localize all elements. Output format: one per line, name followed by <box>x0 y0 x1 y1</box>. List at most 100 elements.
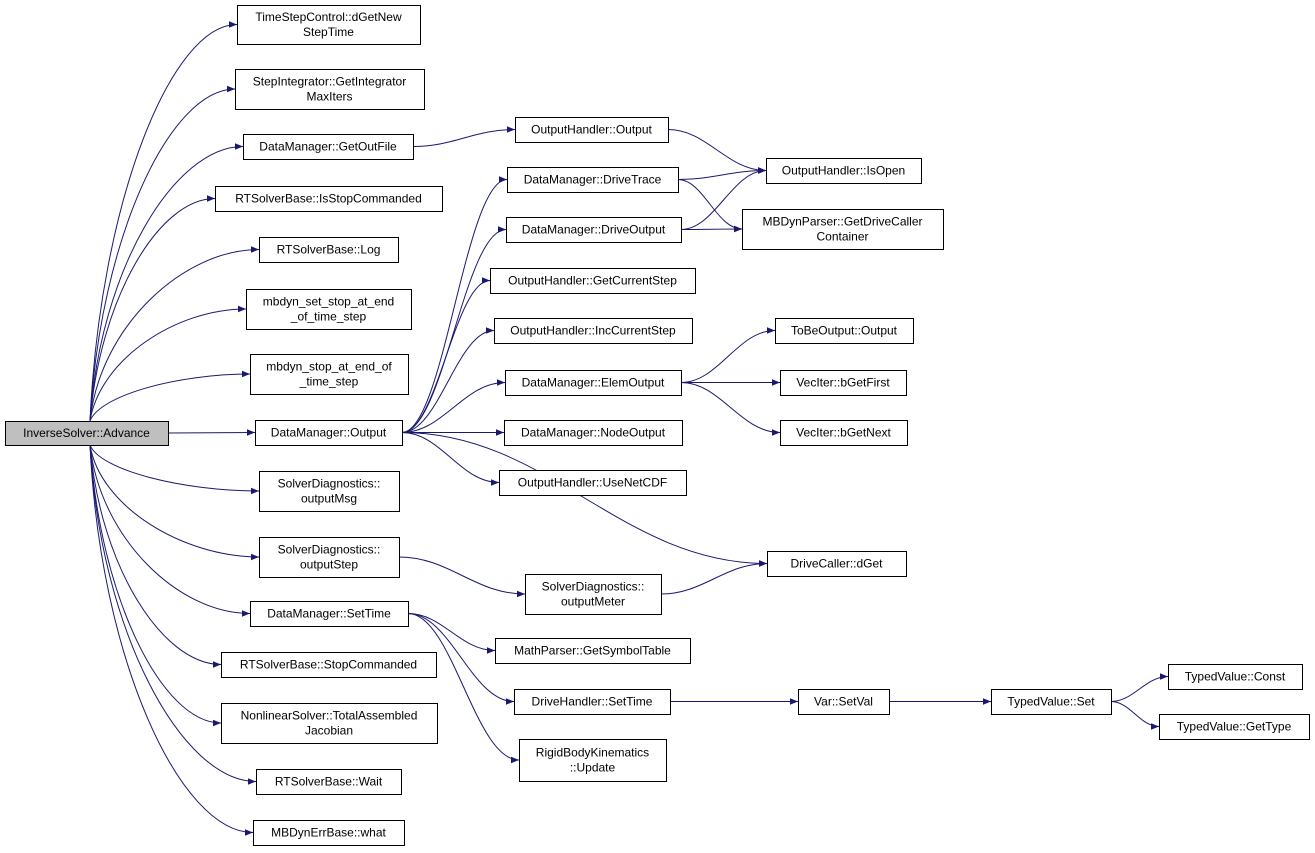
edge-path <box>89 444 222 668</box>
node-box <box>221 652 437 678</box>
node-oh-inccurrentstep[interactable]: OutputHandler::IncCurrentStep <box>494 318 693 344</box>
edge-dm_elemoutput-to-vi_bgetnext <box>680 382 781 436</box>
node-n3[interactable]: DataManager::GetOutFile <box>243 134 414 160</box>
edge-n3-to-oh_output <box>412 126 516 147</box>
node-root[interactable]: InverseSolver::Advance <box>5 421 169 446</box>
node-n15[interactable]: MBDynErrBase::what <box>253 820 405 846</box>
node-label: TimeStepControl::dGetNew <box>255 10 402 24</box>
node-n4[interactable]: RTSolverBase::IsStopCommanded <box>215 186 443 212</box>
node-label: mbdyn_stop_at_end_of <box>266 360 392 374</box>
node-box <box>507 167 679 193</box>
node-dc-dget[interactable]: DriveCaller::dGet <box>767 551 907 577</box>
edge-root-to-n3 <box>89 143 244 422</box>
node-var-setval[interactable]: Var::SetVal <box>798 689 890 715</box>
node-label: TypedValue::GetType <box>1177 720 1292 734</box>
node-oh-usenetcdf[interactable]: OutputHandler::UseNetCDF <box>499 470 687 496</box>
node-box <box>494 318 693 344</box>
node-box <box>490 268 696 294</box>
edge-path <box>89 444 222 727</box>
edge-path <box>401 432 768 567</box>
edges-layer <box>89 21 1169 836</box>
node-tbo-output[interactable]: ToBeOutput::Output <box>775 318 914 344</box>
node-label: RTSolverBase::Log <box>277 243 381 257</box>
edge-dm_elemoutput-to-tbo_output <box>680 327 776 383</box>
node-dm-nodeoutput[interactable]: DataManager::NodeOutput <box>504 420 683 446</box>
edge-root-to-n12 <box>89 444 222 668</box>
node-label: OutputHandler::UseNetCDF <box>518 476 667 490</box>
node-box <box>215 186 443 212</box>
node-label: outputMeter <box>561 595 625 609</box>
node-n11[interactable]: DataManager::SetTime <box>250 601 409 627</box>
node-box <box>499 470 687 496</box>
node-label: Container <box>816 230 868 244</box>
edge-path <box>680 382 781 436</box>
node-box <box>780 420 908 446</box>
edge-tv_set-to-tv_const <box>1110 673 1169 702</box>
edge-path <box>407 613 496 654</box>
node-box <box>514 689 671 715</box>
node-tv-gettype[interactable]: TypedValue::GetType <box>1159 714 1310 740</box>
edge-path <box>401 327 495 433</box>
node-label: MBDynParser::GetDriveCaller <box>762 215 922 229</box>
node-label: SolverDiagnostics:: <box>278 543 381 557</box>
edge-n11-to-mp_getsymboltable <box>407 613 496 654</box>
node-n9[interactable]: SolverDiagnostics::outputMsg <box>259 471 400 512</box>
node-dm-drivetrace[interactable]: DataManager::DriveTrace <box>507 167 679 193</box>
edge-path <box>89 444 254 836</box>
node-label: DataManager::ElemOutput <box>522 376 665 390</box>
node-label: SolverDiagnostics:: <box>278 477 381 491</box>
edge-path <box>401 176 508 433</box>
node-label: TypedValue::Const <box>1185 670 1286 684</box>
node-vi-bgetfirst[interactable]: VecIter::bGetFirst <box>780 370 907 396</box>
node-sd-outputmeter[interactable]: SolverDiagnostics::outputMeter <box>525 574 662 615</box>
node-mp-getsymboltable[interactable]: MathParser::GetSymbolTable <box>495 638 691 664</box>
edge-root-to-n14 <box>89 444 257 785</box>
edge-path <box>407 613 520 764</box>
node-tv-const[interactable]: TypedValue::Const <box>1168 664 1303 690</box>
node-box <box>742 209 944 250</box>
node-n10[interactable]: SolverDiagnostics::outputStep <box>259 537 400 578</box>
node-label: TypedValue::Set <box>1007 695 1095 709</box>
edge-root-to-n8 <box>167 429 256 436</box>
edge-root-to-n11 <box>89 444 251 617</box>
node-label: SolverDiagnostics:: <box>542 580 645 594</box>
edge-path <box>1110 701 1160 730</box>
node-label: OutputHandler::GetCurrentStep <box>508 274 677 288</box>
node-label: RTSolverBase::Wait <box>275 775 383 789</box>
node-dh-settime[interactable]: DriveHandler::SetTime <box>514 689 671 715</box>
edge-dm_drivetrace-to-mbp_getdrivecaller <box>677 179 743 233</box>
node-box <box>1168 664 1303 690</box>
node-n7[interactable]: mbdyn_stop_at_end_of_time_step <box>250 354 409 395</box>
node-n12[interactable]: RTSolverBase::StopCommanded <box>221 652 437 678</box>
node-dm-elemoutput[interactable]: DataManager::ElemOutput <box>505 370 682 396</box>
edge-path <box>407 613 515 705</box>
node-label: DataManager::NodeOutput <box>521 426 666 440</box>
edge-n8-to-dc_dget <box>401 432 768 567</box>
node-label: DataManager::SetTime <box>267 607 391 621</box>
node-label: MBDynErrBase::what <box>271 826 386 840</box>
node-n8[interactable]: DataManager::Output <box>255 420 403 446</box>
node-label: RTSolverBase::StopCommanded <box>240 658 417 672</box>
edge-root-to-n2 <box>89 85 236 422</box>
edge-path <box>89 444 260 495</box>
node-rbk-update[interactable]: RigidBodyKinematics::Update <box>519 739 667 782</box>
node-box <box>235 69 425 110</box>
edge-dm_driveoutput-to-oh_isopen <box>680 167 767 230</box>
node-tv-set[interactable]: TypedValue::Set <box>991 689 1112 715</box>
node-vi-bgetnext[interactable]: VecIter::bGetNext <box>780 420 908 446</box>
node-n14[interactable]: RTSolverBase::Wait <box>256 769 402 795</box>
node-oh-output[interactable]: OutputHandler::Output <box>515 117 669 143</box>
edge-path <box>89 246 260 422</box>
node-dm-driveoutput[interactable]: DataManager::DriveOutput <box>506 217 682 243</box>
edge-root-to-n1 <box>89 21 238 422</box>
node-n5[interactable]: RTSolverBase::Log <box>259 237 399 263</box>
node-n6[interactable]: mbdyn_set_stop_at_end_of_time_step <box>246 289 412 330</box>
edge-path <box>667 129 767 174</box>
edge-root-to-n6 <box>89 305 247 422</box>
node-oh-isopen[interactable]: OutputHandler::IsOpen <box>766 158 922 184</box>
node-oh-getcurrentstep[interactable]: OutputHandler::GetCurrentStep <box>490 268 696 294</box>
